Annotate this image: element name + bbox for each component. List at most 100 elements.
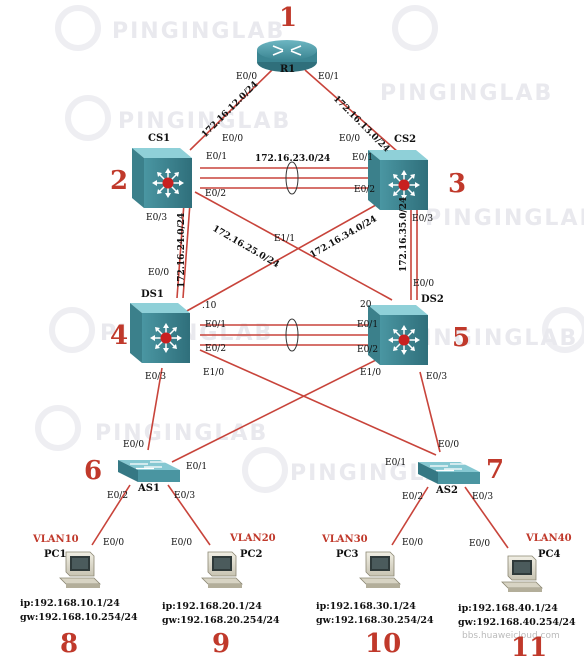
pc-ip: ip:192.168.20.1/24 [162, 601, 262, 612]
interface-label: E0/0 [438, 440, 459, 450]
link-cs1-ds1-b [182, 202, 191, 299]
vlan-label: VLAN30 [321, 534, 368, 545]
link-ds2-as2 [419, 371, 441, 453]
interface-label: E0/0 [236, 72, 257, 82]
device-number: 4 [110, 321, 128, 351]
device-label: R1 [280, 64, 295, 75]
watermark-text: PINGINGLAB [118, 109, 291, 134]
interface-label: .10 [202, 301, 217, 311]
interface-label: E0/0 [339, 134, 360, 144]
watermark-site: bbs.huaweicloud.com [462, 631, 560, 641]
etherchannel-ring [285, 161, 299, 195]
device-number: 2 [110, 166, 128, 196]
device-number: 3 [448, 169, 466, 199]
interface-label: E0/0 [469, 539, 490, 549]
link-r1-cs1 [189, 69, 273, 151]
pc-4[interactable] [501, 555, 543, 593]
link-r1-cs2 [304, 69, 399, 153]
interface-label: E0/2 [402, 492, 423, 502]
watermark-text: PINGINGLAB [112, 19, 285, 44]
link-cs1-ds2 [194, 191, 393, 301]
interface-label: E1/1 [274, 234, 295, 244]
device-number: 1 [279, 3, 297, 33]
device-label: CS2 [394, 134, 416, 145]
interface-label: E0/1 [352, 153, 373, 163]
device-label: CS1 [148, 133, 170, 144]
interface-label: E0/1 [357, 320, 378, 330]
link-as1-pc2 [167, 484, 211, 546]
watermark-text: PINGINGLAB [405, 326, 578, 351]
watermark-text: PINGINGLAB [380, 81, 553, 106]
link-ds1-as2 [199, 349, 437, 456]
interface-label: E0/3 [426, 372, 447, 382]
device-label: DS1 [141, 289, 164, 300]
interface-label: E0/3 [145, 372, 166, 382]
switch-cs2[interactable] [368, 150, 428, 210]
pc-3[interactable] [359, 551, 401, 589]
interface-label: E0/0 [148, 268, 169, 278]
interface-label: E0/2 [354, 185, 375, 195]
device-label: DS2 [421, 294, 444, 305]
interface-label: 20 [360, 300, 372, 310]
interface-label: E0/0 [222, 134, 243, 144]
interface-label: E0/2 [107, 491, 128, 501]
link-as1-pc1 [91, 484, 131, 546]
switch-as1[interactable] [117, 459, 181, 483]
subnet-label: 172.16.25.0/24 [211, 224, 281, 270]
vlan-label: VLAN40 [525, 533, 572, 544]
subnet-label: 172.16.23.0/24 [255, 154, 330, 164]
device-number: 10 [365, 629, 401, 656]
switch-ds2[interactable] [368, 305, 428, 365]
pc-ip: ip:192.168.30.1/24 [316, 601, 416, 612]
etherchannel-ring [285, 318, 299, 352]
link-ds2-as1 [171, 351, 393, 463]
pc-gateway: gw:192.168.40.254/24 [458, 617, 576, 628]
interface-label: E0/2 [205, 344, 226, 354]
device-number: 7 [486, 455, 504, 485]
link-cs1-ds1-a [176, 202, 185, 299]
interface-label: E0/1 [385, 458, 406, 468]
link-as2-pc4 [464, 486, 509, 549]
device-number: 9 [212, 629, 230, 656]
link-ds1-as1 [147, 367, 163, 451]
watermark-text: PINGINGLAB [425, 206, 584, 231]
interface-label: E0/1 [318, 72, 339, 82]
interface-label: E0/1 [206, 152, 227, 162]
interface-label: E0/3 [472, 492, 493, 502]
link-cs2-ds1 [184, 195, 393, 313]
pc-gateway: gw:192.168.10.254/24 [20, 612, 138, 623]
interface-label: E0/0 [171, 538, 192, 548]
router-r1[interactable]: R1 [257, 40, 317, 75]
vlan-label: VLAN10 [32, 534, 79, 545]
subnet-label: 172.16.35.0/24 [399, 197, 409, 272]
switch-ds1[interactable] [130, 303, 190, 363]
interface-label: E0/3 [146, 213, 167, 223]
watermark: PINGINGLAB PINGINGLAB PINGINGLAB PINGING… [35, 5, 584, 641]
device-number: 5 [452, 323, 470, 353]
interface-label: E1/0 [203, 368, 224, 378]
pc-label: PC3 [336, 549, 358, 560]
subnet-label: 172.16.24.0/24 [177, 213, 187, 288]
device-label: AS2 [435, 485, 458, 496]
links [91, 69, 509, 549]
pc-label: PC4 [538, 549, 560, 560]
device-number: 8 [60, 629, 78, 656]
switch-cs1[interactable] [132, 148, 192, 208]
interface-label: E0/3 [412, 214, 433, 224]
interface-label: E0/3 [174, 491, 195, 501]
interface-label: E0/2 [357, 345, 378, 355]
pc-2[interactable] [201, 551, 243, 589]
device-number: 11 [511, 633, 547, 656]
interface-label: E0/1 [205, 320, 226, 330]
interface-label: E0/0 [402, 538, 423, 548]
pc-gateway: gw:192.168.30.254/24 [316, 615, 434, 626]
pc-label: PC1 [44, 549, 66, 560]
interface-label: E0/2 [205, 189, 226, 199]
interface-label: E1/0 [360, 368, 381, 378]
watermark-text: PINGINGLAB [95, 421, 268, 446]
device-label: AS1 [137, 483, 160, 494]
pc-ip: ip:192.168.10.1/24 [20, 598, 120, 609]
interface-label: E0/0 [123, 440, 144, 450]
pc-label: PC2 [240, 549, 262, 560]
